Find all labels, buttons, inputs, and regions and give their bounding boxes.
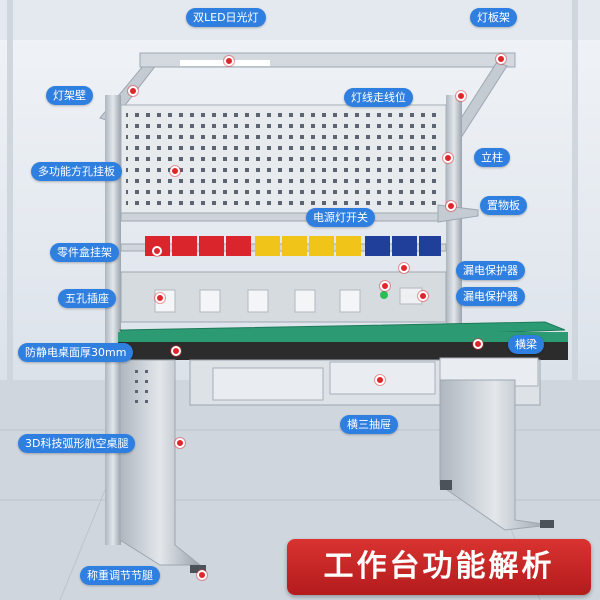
marker-lamp-frame-wall xyxy=(128,86,138,96)
marker-five-hole-socket xyxy=(155,293,165,303)
label-five-hole-socket: 五孔插座 xyxy=(58,289,116,308)
marker-leakage-protector-2 xyxy=(418,291,428,301)
parts-bins xyxy=(145,236,441,256)
label-shelf-board: 置物板 xyxy=(480,196,527,215)
marker-pegboard xyxy=(170,166,180,176)
label-antistatic-top: 防静电桌面厚30mm xyxy=(18,343,134,362)
title-banner: 工作台功能解析 xyxy=(287,539,591,595)
label-three-drawers: 横三抽屉 xyxy=(340,415,398,434)
label-leveling-foot: 称重调节节腿 xyxy=(80,566,160,585)
marker-leakage-protector-1 xyxy=(399,263,409,273)
marker-power-switch xyxy=(380,281,390,291)
marker-shelf-board xyxy=(446,201,456,211)
marker-three-drawers xyxy=(375,375,385,385)
label-parts-bin-rack: 零件盒挂架 xyxy=(50,243,119,262)
label-desk-leg: 3D科技弧形航空桌腿 xyxy=(18,434,136,453)
label-lamp-wire-route: 灯线走线位 xyxy=(344,88,413,107)
marker-leveling-foot xyxy=(197,570,207,580)
marker-lamp-board-frame xyxy=(496,54,506,64)
label-power-switch: 电源灯开关 xyxy=(306,208,375,227)
label-column: 立柱 xyxy=(474,148,510,167)
label-crossbeam: 横梁 xyxy=(508,335,544,354)
marker-antistatic-top xyxy=(171,346,181,356)
label-lamp-board-frame: 灯板架 xyxy=(470,8,517,27)
marker-column xyxy=(443,153,453,163)
marker-parts-bin-rack xyxy=(152,246,162,256)
label-leakage-protector-1: 漏电保护器 xyxy=(456,261,525,280)
label-led-light: 双LED日光灯 xyxy=(186,8,266,27)
marker-led-light xyxy=(224,56,234,66)
marker-desk-leg xyxy=(175,438,185,448)
label-lamp-frame-wall: 灯架壁 xyxy=(46,86,93,105)
label-pegboard: 多功能方孔挂板 xyxy=(31,162,122,181)
marker-crossbeam xyxy=(473,339,483,349)
marker-lamp-wire-route xyxy=(456,91,466,101)
label-leakage-protector-2: 漏电保护器 xyxy=(456,287,525,306)
